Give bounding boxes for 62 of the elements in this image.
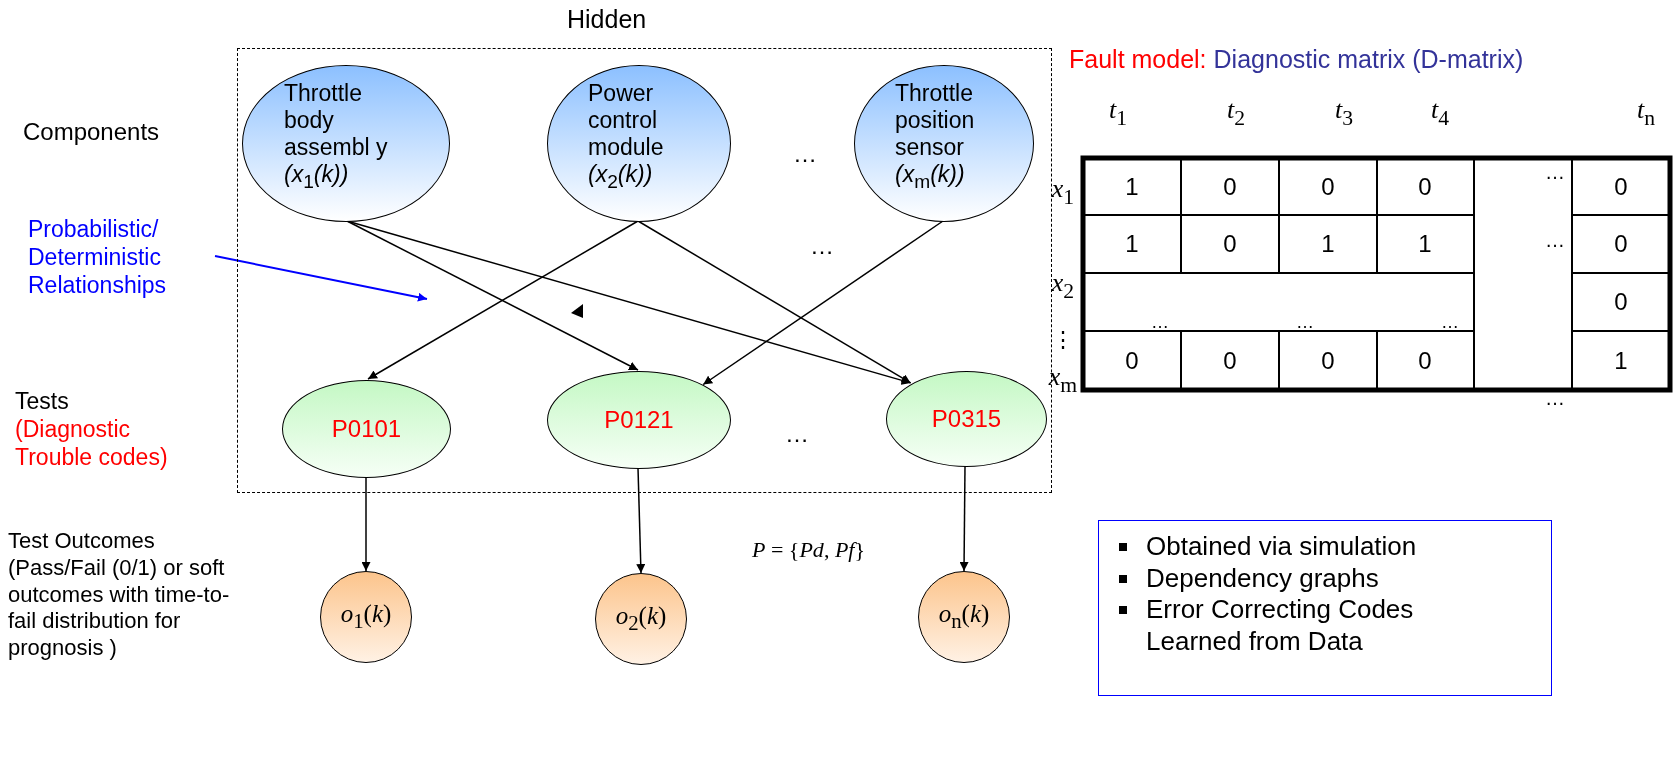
matrix-value: 1	[1418, 230, 1432, 258]
row-heading-note: (Diagnostic Trouble codes)	[15, 415, 169, 472]
ellipsis: …	[785, 420, 809, 448]
row-header: x$_{2}$	[1051, 268, 1075, 304]
row-header: ⋮	[1052, 327, 1074, 353]
arrow	[361, 476, 371, 572]
pointer-arrow	[214, 255, 428, 302]
matrix-value: 1	[1321, 230, 1335, 258]
matrix-value: 0	[1223, 230, 1237, 258]
outcome-label: o$_{n}$(k)	[938, 600, 990, 634]
matrix-value: 0	[1321, 173, 1335, 201]
arrow	[637, 220, 912, 384]
matrix-value: 0	[1614, 288, 1628, 316]
row-header: x$_{m}$	[1048, 362, 1078, 398]
bullet-text: Obtained via simulation	[1146, 531, 1418, 563]
ellipsis: …	[1296, 311, 1314, 333]
matrix-title: Diagnostic matrix (D-matrix)	[1213, 45, 1524, 74]
formula: P = {Pd, Pf}	[752, 537, 865, 563]
column-header: t$_{2}$	[1226, 95, 1246, 131]
note-box	[1098, 520, 1552, 696]
arrow	[636, 467, 646, 574]
row-heading: Components	[23, 118, 160, 146]
matrix-value: 0	[1614, 230, 1628, 258]
component-name: Throttle body assembl y (x$_{1}$(k))	[284, 80, 389, 193]
ellipsis: …	[1545, 386, 1565, 410]
arrow	[702, 220, 944, 386]
test-code: P0101	[331, 415, 402, 443]
row-heading: Tests	[15, 388, 69, 415]
matrix-value: 0	[1125, 347, 1139, 375]
group-title: Hidden	[567, 5, 647, 34]
column-header: t$_{n}$	[1636, 95, 1656, 131]
row-header: x$_{1}$	[1051, 174, 1075, 210]
bullet-text: Dependency graphs	[1146, 562, 1380, 595]
ellipsis: …	[793, 140, 817, 168]
ellipsis: …	[1151, 311, 1169, 333]
ellipsis: …	[1441, 311, 1459, 333]
column-header: t$_{3}$	[1334, 95, 1354, 131]
matrix-value: 1	[1125, 173, 1139, 201]
matrix-value: 0	[1321, 347, 1335, 375]
row-heading: Test Outcomes (Pass/Fail (0/1) or soft outcomes with time-to-fail distribution for prognosis )	[8, 528, 230, 663]
matrix-value: 0	[1418, 347, 1432, 375]
matrix-value: 0	[1614, 173, 1628, 201]
arrow	[959, 465, 969, 572]
test-code: P0121	[604, 406, 674, 434]
matrix-value: 0	[1223, 173, 1237, 201]
ellipsis: …	[1545, 160, 1565, 184]
matrix-value: 0	[1223, 347, 1237, 375]
matrix-value: 1	[1125, 230, 1139, 258]
bullet-text: Error Correcting Codes Learned from Data	[1146, 594, 1415, 658]
outcome-label: o$_{2}$(k)	[615, 602, 667, 636]
component-name: Throttle position sensor (x$_{m}$(k))	[895, 80, 976, 193]
test-code: P0315	[931, 405, 1002, 433]
matrix-title: Fault model:	[1069, 45, 1207, 74]
component-name: Power control module (x$_{2}$(k))	[588, 80, 665, 193]
relationship-note: Probabilistic/ Deterministic Relationships	[28, 215, 168, 300]
outcome-label: o$_{1}$(k)	[340, 600, 392, 634]
column-header: t$_{1}$	[1108, 95, 1128, 131]
ellipsis: …	[1545, 228, 1565, 252]
column-header: t$_{4}$	[1430, 95, 1450, 131]
matrix-value: 0	[1418, 173, 1432, 201]
matrix-value: 1	[1614, 347, 1628, 375]
ellipsis: …	[810, 232, 834, 260]
